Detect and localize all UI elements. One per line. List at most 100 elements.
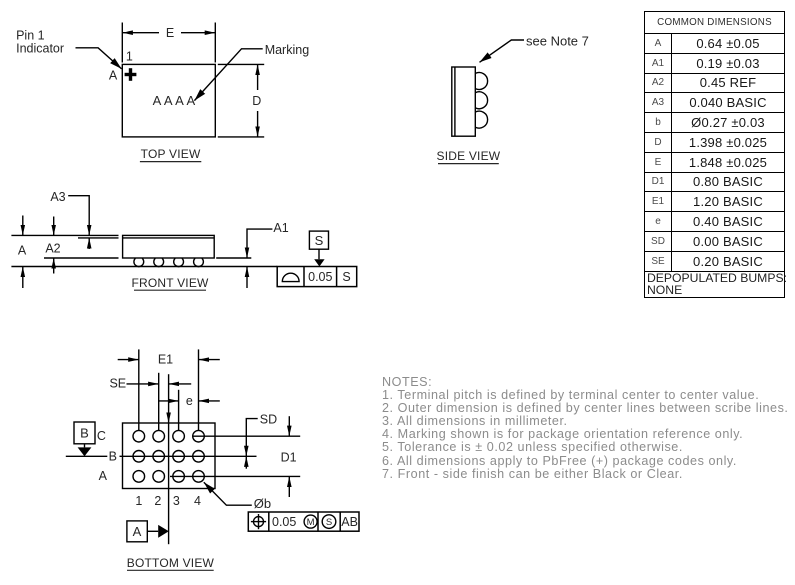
table-row-label: b xyxy=(645,113,672,132)
bottom-fcf-tolerance: 0.05 xyxy=(272,515,296,529)
front-bump-2 xyxy=(153,257,165,268)
table-row-label: D xyxy=(645,132,672,152)
pin1-label-line2: Indicator xyxy=(16,41,64,55)
table-row-label: e xyxy=(645,212,672,231)
table-row-label: A1 xyxy=(645,53,672,73)
col-label-4: 4 xyxy=(194,494,201,508)
notes-block: NOTES: 1. Terminal pitch is defined by t… xyxy=(382,375,794,481)
pin-column-label: 1 xyxy=(126,50,133,64)
dim-e-label: E xyxy=(166,26,174,40)
row-label-a: A xyxy=(99,469,108,483)
table-row-value: 0.00 BASIC xyxy=(693,233,763,249)
table-footer: DEPOPULATED BUMPS: NONE xyxy=(645,271,787,298)
side-view-title: SIDE VIEW xyxy=(436,149,500,163)
modifier-s-letter: S xyxy=(326,517,332,528)
dim-d1-label: D1 xyxy=(281,450,297,464)
dim-e-pitch-label: e xyxy=(186,394,193,408)
table-row-label: E xyxy=(645,152,672,172)
note7-callout: see Note 7 xyxy=(526,34,589,49)
depopulated-bumps-label: DEPOPULATED BUMPS: xyxy=(647,271,787,286)
side-view xyxy=(438,39,524,165)
table-row-value: 0.45 REF xyxy=(699,75,757,91)
table-row-label: SD xyxy=(645,231,672,251)
datum-b-letter: B xyxy=(80,426,89,441)
dim-e1-label: E1 xyxy=(158,352,173,366)
dim-sd-label: SD xyxy=(260,412,277,426)
datum-b-triangle xyxy=(77,447,92,457)
front-view-labels: A A2 A3 A1 S 0.05 S FRONT VIEW xyxy=(18,190,351,290)
front-view xyxy=(11,195,358,291)
table-row: A 0.64 ±0.05 xyxy=(645,34,784,54)
pin1-indicator-mark xyxy=(124,68,137,81)
pin-row-label: A xyxy=(109,68,118,82)
top-view-title: TOP VIEW xyxy=(141,147,201,161)
pin1-label-line1: Pin 1 xyxy=(16,29,45,43)
front-bump-4 xyxy=(192,257,205,268)
table-row: E 1.848 ±0.025 xyxy=(645,152,784,173)
profile-of-surface-icon xyxy=(281,272,300,283)
side-bump-1 xyxy=(474,71,489,91)
row-label-c: C xyxy=(97,429,106,443)
front-view-package-outline xyxy=(121,234,215,259)
note-item: 3. All dimensions in millimeter. xyxy=(382,414,568,429)
bottom-view-labels: E1 SE e SD D1 Øb C B A 1 2 3 4 B A 0.05 … xyxy=(80,352,358,570)
col-label-3: 3 xyxy=(173,494,180,508)
datum-a-triangle xyxy=(158,524,169,538)
position-symbol-icon xyxy=(250,514,267,530)
sd-leader-arrow xyxy=(244,417,258,457)
table-row-value: Ø0.27 ±0.03 xyxy=(691,115,765,131)
table-title: COMMON DIMENSIONS xyxy=(645,12,784,34)
note7-leader xyxy=(479,39,524,63)
table-row-value: 0.040 BASIC xyxy=(689,95,767,111)
a1-leader-arrow xyxy=(244,228,273,258)
bottom-view-title: BOTTOM VIEW xyxy=(127,556,215,570)
front-fcf-datum: S xyxy=(342,270,350,284)
pin1-leader xyxy=(75,47,123,70)
modifier-s-circle xyxy=(321,514,337,530)
table-row: SD 0.00 BASIC xyxy=(645,231,784,252)
table-row-label: A xyxy=(645,34,672,53)
note-item: 5. Tolerance is ± 0.02 unless specified … xyxy=(382,440,683,455)
table-row-value: 0.20 BASIC xyxy=(693,253,763,269)
front-bump-1 xyxy=(133,257,145,268)
side-bump-3 xyxy=(474,110,489,129)
common-dimensions-table: COMMON DIMENSIONS A 0.64 ±0.05 A1 0.19 ±0.… xyxy=(644,11,787,298)
dim-a2-label: A2 xyxy=(45,241,60,255)
top-view-package-outline xyxy=(121,63,217,138)
table-row: D 1.398 ±0.025 xyxy=(645,132,784,153)
note-item: 2. Outer dimension is defined by center … xyxy=(382,401,789,416)
col-label-1: 1 xyxy=(135,494,142,508)
table-row-value: 0.80 BASIC xyxy=(693,174,763,190)
table-row-value: 0.64 ±0.05 xyxy=(696,35,760,51)
datum-s-letter: S xyxy=(315,233,324,248)
table-row-value: 0.19 ±0.03 xyxy=(696,55,760,71)
top-view xyxy=(75,22,265,163)
note-item: 7. Front - side finish can be either Bla… xyxy=(382,466,683,481)
dim-a3-label: A3 xyxy=(50,190,65,204)
dim-a1-label: A1 xyxy=(273,221,288,235)
col-label-2: 2 xyxy=(154,494,161,508)
top-view-labels: Pin 1 Indicator E D Marking AAAA 1 A TOP… xyxy=(16,26,309,161)
table-row-value: 1.848 ±0.025 xyxy=(688,154,768,170)
depopulated-bumps-value: NONE xyxy=(647,283,683,298)
note-item: 6. All dimensions apply to PbFree (+) pa… xyxy=(382,453,737,468)
note-item: 1. Terminal pitch is defined by terminal… xyxy=(382,388,760,403)
marking-label: Marking xyxy=(265,43,310,57)
a3-leader-arrow xyxy=(68,195,92,236)
side-bump-2 xyxy=(474,91,489,110)
front-fcf-box xyxy=(276,265,358,288)
table-row: b Ø0.27 ±0.03 xyxy=(645,113,784,133)
side-view-labels: see Note 7 SIDE VIEW xyxy=(436,34,588,164)
table-row: A1 0.19 ±0.03 xyxy=(645,53,784,74)
dim-d-label: D xyxy=(252,94,261,108)
table-row-label: E1 xyxy=(645,192,672,212)
front-bump-3 xyxy=(173,257,185,268)
table-row-value: 1.398 ±0.025 xyxy=(688,134,768,150)
